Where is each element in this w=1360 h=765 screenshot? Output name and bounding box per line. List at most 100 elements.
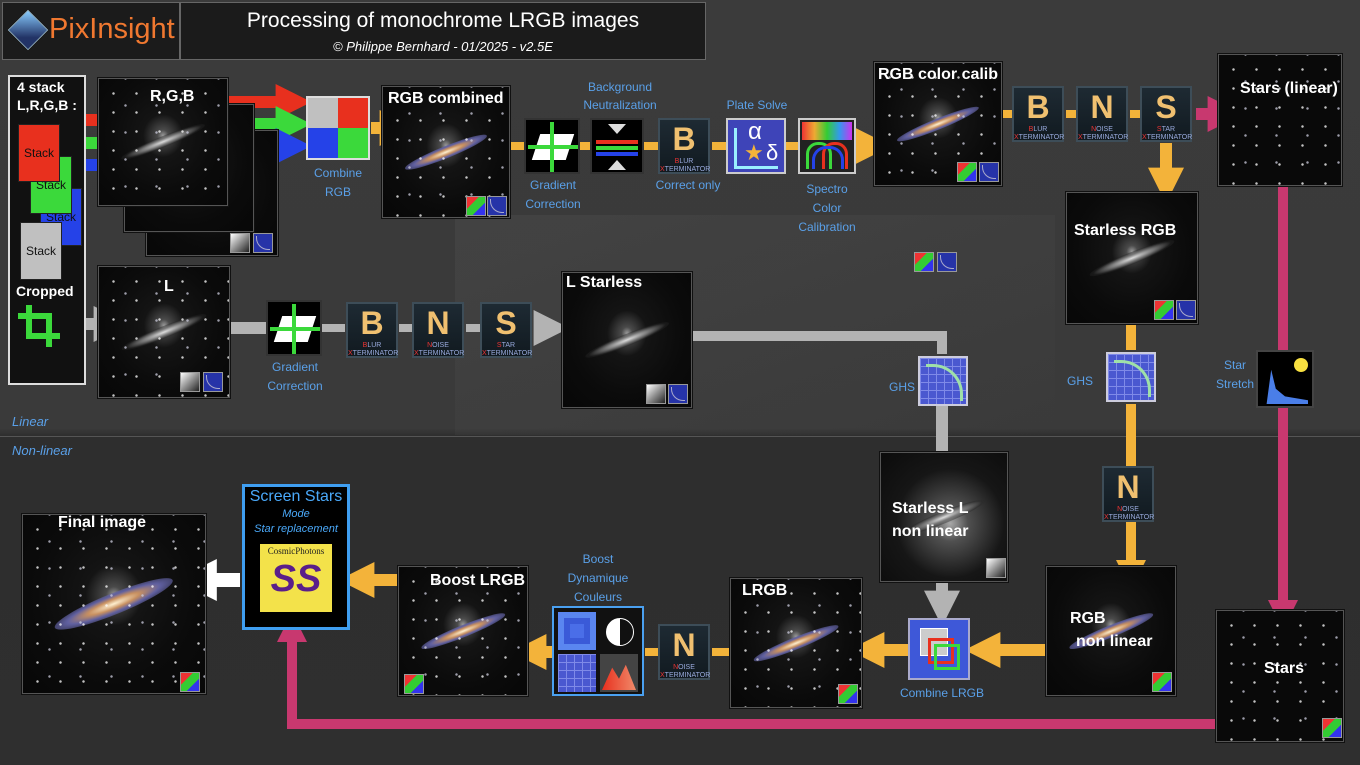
gradient-correction-label-2: Correction [267,379,323,393]
non-linear-section-label: Non-linear [12,443,72,458]
boost-label-3: Couleurs [573,590,623,604]
stack-card-label: Stack [23,146,54,160]
curve-badge-icon [979,162,999,182]
stack-card-label: Stack [25,244,56,258]
rgb-input-image [98,78,228,206]
boost-label-1: Boost [582,552,614,566]
curve-badge-icon [487,196,507,216]
rgb-nonlinear-label-1: RGB [1070,610,1106,627]
header-title-box: Processing of monochrome LRGB images © P… [180,2,706,60]
curve-badge-icon [668,384,688,404]
gray-badge-icon [986,558,1006,578]
stack-card-gray: Stack [20,222,62,280]
page-title: Processing of monochrome LRGB images [246,9,640,32]
correct-only-label: Correct only [655,178,721,192]
spectro-label-2: Color [812,201,842,215]
boost-lrgb-label: Boost LRGB [430,572,526,589]
header-logo-box: PixInsight [2,2,180,60]
gradient-correction-icon [266,300,322,356]
boost-label-2: Dynamique [567,571,629,585]
rgb-combined-image [382,86,510,218]
lrgb-label: LRGB [742,582,788,599]
stack-title: 4 stack [17,79,65,95]
background-neutralization-label-1: Background [587,80,653,94]
rgb-badge-icon [1152,672,1172,692]
gray-badge-icon [180,372,200,392]
stars-linear-image [1218,54,1342,186]
logo-text: PixInsight [49,13,175,45]
rgb-combined-label: RGB combined [388,90,504,107]
final-image-label: Final image [58,514,147,531]
gradient-correction-label-1: Gradient [271,360,319,374]
ghs-icon [1106,352,1156,402]
stars-linear-label: Stars (linear) [1240,80,1338,97]
plate-solve-label: Plate Solve [726,98,788,112]
gray-badge-icon [230,233,250,253]
gray-badge-icon [646,384,666,404]
crop-icon [18,305,60,347]
rgb-color-calib-label: RGB color calib [878,66,999,83]
curve-badge-icon [1176,300,1196,320]
screen-stars-logo-text: SS [270,558,322,600]
screen-stars-brand: CosmicPhotons [267,546,325,556]
stars-label: Stars [1264,660,1305,677]
curve-badge-icon [253,233,273,253]
ghs-label: GHS [1066,374,1093,388]
starless-l-label-1: Starless L [892,500,969,517]
curve-badge-icon [203,372,223,392]
gradient-correction-label-1: Gradient [529,178,577,192]
rgb-badge-icon [1322,718,1342,738]
curve-badge-icon [937,252,957,272]
rgb-badge-icon [957,162,977,182]
screen-stars-desc: Star replacement [254,523,338,535]
boost-lrgb-image [398,566,528,696]
rgb-badge-icon [180,672,200,692]
starless-rgb-label: Starless RGB [1074,222,1177,239]
screen-stars-logo-icon: CosmicPhotons SS [260,544,332,612]
boost-dynamique-couleurs-icon [552,606,644,696]
combine-rgb-label-2: RGB [324,185,351,199]
rgb-nonlinear-label-2: non linear [1076,633,1153,650]
stack-card-red: Stack [18,124,60,182]
star-stretch-icon [1256,350,1314,408]
spectro-label-1: Spectro [806,182,848,196]
ghs-icon [918,356,968,406]
spectro-color-calibration-icon [798,118,856,174]
l-starless-label: L Starless [566,274,643,291]
screen-stars-title: Screen Stars [249,488,343,505]
gradient-correction-icon [524,118,580,174]
linear-section-label: Linear [12,414,49,429]
stack-channels: L,R,G,B : [17,97,77,113]
final-image [22,514,206,694]
combine-rgb-icon [306,96,370,160]
starless-l-label-2: non linear [892,523,969,540]
rgb-input-label: R,G,B [150,88,195,105]
section-divider [0,436,1360,437]
plate-solve-icon: α δ ★ [726,118,786,174]
page-subtitle: © Philippe Bernhard - 01/2025 - v2.5E [333,39,553,54]
rgb-badge-icon [466,196,486,216]
combine-rgb-label-1: Combine [313,166,363,180]
gradient-correction-label-2: Correction [525,197,581,211]
rgb-badge-icon [838,684,858,704]
background-neutralization-icon [590,118,644,174]
rgb-badge-icon [404,674,424,694]
rgb-badge-icon [1154,300,1174,320]
ghs-label: GHS [888,380,915,394]
rgb-badge-icon [914,252,934,272]
l-input-label: L [164,278,174,295]
cropped-label: Cropped [16,283,74,299]
screen-stars-mode: Mode [282,508,310,520]
background-neutralization-label-2: Neutralization [583,98,657,112]
